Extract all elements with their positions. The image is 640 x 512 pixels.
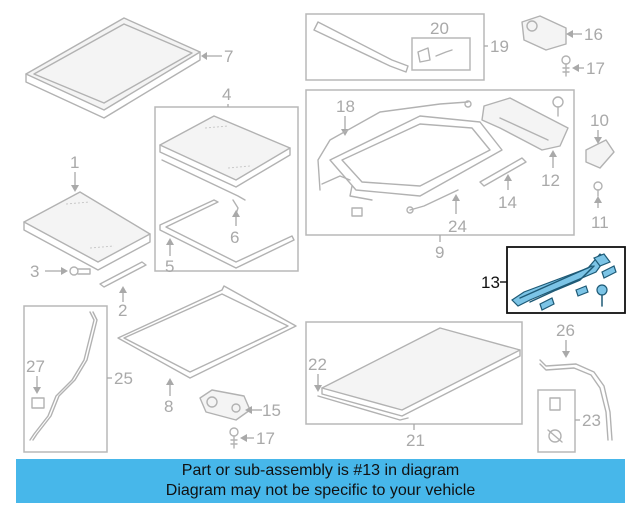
callout-16: 16 <box>584 25 603 44</box>
callout-17-lower: 17 <box>256 429 275 448</box>
part-13-frame <box>506 246 626 314</box>
part-25-frame <box>23 305 108 453</box>
callout-22: 22 <box>308 355 327 374</box>
part-1-glass-panel[interactable] <box>23 191 151 271</box>
part-25-drain-hose[interactable] <box>29 311 98 441</box>
part-9-frame-assembly[interactable] <box>329 115 503 201</box>
part-10-bracket[interactable] <box>585 139 615 169</box>
callout-9: 9 <box>435 243 444 262</box>
callout-6: 6 <box>230 228 239 247</box>
part-19-deflector[interactable] <box>313 21 409 73</box>
part-7-glass-panel[interactable] <box>25 17 201 119</box>
banner-line-1: Part or sub-assembly is #13 in diagram <box>181 462 460 479</box>
callout-12: 12 <box>541 171 560 190</box>
part-19-frame <box>305 13 485 81</box>
callout-13: 13 <box>481 273 500 292</box>
part-2-strip[interactable] <box>99 261 147 288</box>
callout-10: 10 <box>590 111 609 130</box>
callout-1: 1 <box>70 153 79 172</box>
callout-3: 3 <box>30 262 39 281</box>
part-16-motor[interactable] <box>521 15 567 51</box>
part-4-frame <box>154 106 299 272</box>
callout-21: 21 <box>406 431 425 450</box>
callout-7: 7 <box>224 47 233 66</box>
part-8-seal[interactable] <box>117 285 297 379</box>
part-13-guide-assembly[interactable] <box>511 253 617 311</box>
callout-25: 25 <box>114 369 133 388</box>
part-20-fastener-kit[interactable] <box>417 47 453 63</box>
part-20-frame <box>411 37 471 71</box>
info-banner: Part or sub-assembly is #13 in diagram D… <box>16 459 625 503</box>
part-23-fasteners[interactable] <box>547 397 563 443</box>
part-21-sunshade[interactable] <box>317 327 521 421</box>
callout-23: 23 <box>582 411 601 430</box>
callout-27: 27 <box>26 357 45 376</box>
part-15-motor[interactable] <box>199 389 251 421</box>
part-4-glass-panel[interactable] <box>159 115 291 201</box>
callout-5: 5 <box>165 257 174 276</box>
callout-2: 2 <box>118 301 127 320</box>
part-26-drain-hose[interactable] <box>539 359 613 441</box>
callout-18: 18 <box>336 97 355 116</box>
part-5-seal[interactable] <box>159 199 295 269</box>
part-17-bolt-lower[interactable] <box>229 427 239 449</box>
callout-4: 4 <box>222 85 231 104</box>
part-17-bolt-upper[interactable] <box>561 55 571 77</box>
callout-17-upper: 17 <box>586 59 605 78</box>
part-12-guide-rail[interactable] <box>481 97 569 151</box>
part-3-bolt[interactable] <box>69 266 91 276</box>
part-11-bolt[interactable] <box>593 181 603 197</box>
callout-20: 20 <box>430 19 449 38</box>
callout-15: 15 <box>262 401 281 420</box>
callout-26: 26 <box>556 321 575 340</box>
part-9-clip[interactable] <box>351 207 363 217</box>
part-24-cable[interactable] <box>406 189 459 214</box>
callout-8: 8 <box>164 397 173 416</box>
part-23-frame <box>537 389 576 453</box>
part-14-rail[interactable] <box>479 157 527 187</box>
callout-24: 24 <box>448 217 467 236</box>
banner-line-2: Diagram may not be specific to your vehi… <box>165 482 476 499</box>
callout-11: 11 <box>591 213 609 232</box>
callout-14: 14 <box>498 193 517 212</box>
part-27-clip[interactable] <box>31 397 45 409</box>
part-9-screw[interactable] <box>552 96 564 117</box>
callout-19: 19 <box>490 37 509 56</box>
